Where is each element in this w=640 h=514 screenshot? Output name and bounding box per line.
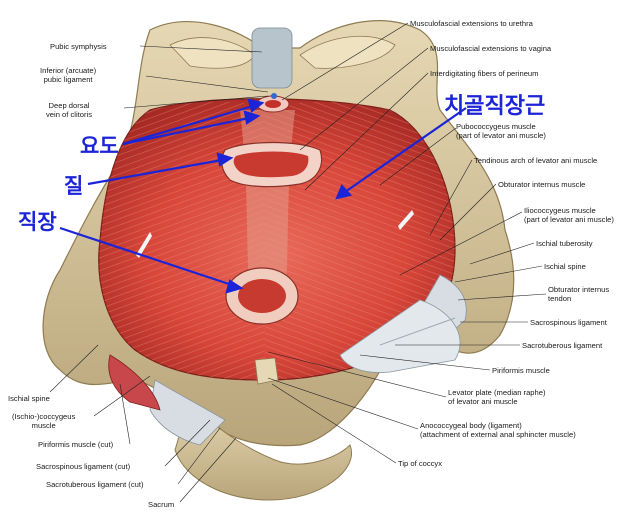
label-iliococcygeus: Iliococcygeus muscle (part of levator an… (524, 206, 614, 224)
right-ligaments (339, 274, 467, 373)
label-ischial-spine-left: Ischial spine (8, 394, 50, 403)
label-obturator-internus: Obturator internus muscle (498, 180, 586, 189)
label-ischio-coccygeus: (Ischio-)coccygeus muscle (12, 412, 76, 430)
label-ischial-tuberosity: Ischial tuberosity (536, 239, 593, 248)
label-musculofascial-vagina: Musculofascial extensions to vagina (430, 44, 552, 53)
label-piriformis-cut: Piriformis muscle (cut) (38, 440, 114, 449)
vagina (221, 141, 323, 188)
annotation-urethra: 요도 (80, 134, 119, 158)
label-interdigitating-fibers: Interdigitating fibers of perineum (430, 69, 539, 78)
urethra (256, 93, 290, 113)
label-ischial-spine-right: Ischial spine (544, 262, 586, 271)
label-inferior-pubic-ligament: Inferior (arcuate) pubic ligament (40, 66, 97, 84)
label-sacrospinous-cut: Sacrospinous ligament (cut) (36, 462, 131, 471)
leader-lines (49, 22, 547, 503)
annotation-rectum: 직장 (18, 210, 57, 234)
label-musculofascial-urethra: Musculofascial extensions to urethra (410, 19, 533, 28)
label-piriformis-muscle: Piriformis muscle (492, 366, 550, 375)
label-obturator-internus-tendon: Obturator internus tendon (548, 285, 610, 303)
annotation-vagina: 질 (64, 174, 84, 198)
label-tendinous-arch: Tendinous arch of levator ani muscle (474, 156, 598, 165)
annotation-puborectalis: 치골직장근 (444, 94, 546, 119)
label-sacrum: Sacrum (148, 500, 175, 509)
left-ligaments (108, 354, 226, 446)
label-anococcygeal-body: Anococcygeal body (ligament) (attachment… (420, 421, 576, 439)
label-sacrospinous-ligament: Sacrospinous ligament (530, 318, 607, 327)
pubic-symphysis (251, 27, 293, 89)
coccyx (254, 357, 279, 385)
label-deep-dorsal-vein: Deep dorsal vein of clitoris (46, 101, 93, 119)
label-sacrotuberous-cut: Sacrotuberous ligament (cut) (46, 480, 144, 489)
label-pubic-symphysis: Pubic symphysis (50, 42, 107, 51)
annotation-arrows (59, 98, 467, 294)
label-sacrotuberous-ligament: Sacrotuberous ligament (522, 341, 603, 350)
label-levator-plate: Levator plate (median raphe) of levator … (448, 388, 546, 406)
rectum (225, 267, 299, 325)
label-tip-of-coccyx: Tip of coccyx (398, 459, 443, 468)
label-pubococcygeus: Pubococcygeus muscle (part of levator an… (456, 122, 546, 140)
